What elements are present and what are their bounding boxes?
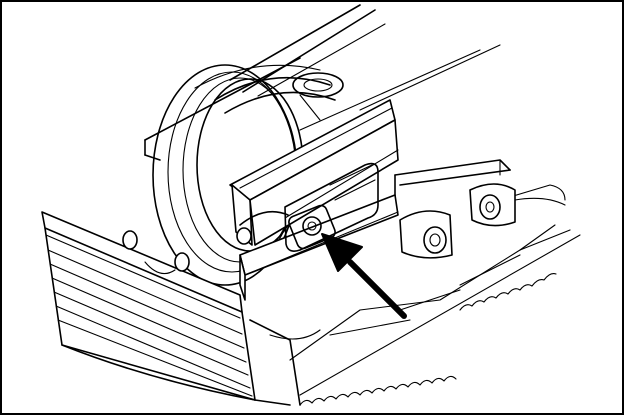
track-shoes [41,184,571,406]
grease-fitting [236,162,379,252]
idler-bracket [229,99,399,301]
track-rollers [122,183,566,275]
pointer-arrow [321,233,407,319]
track-chain [299,234,581,406]
track-frame [144,4,511,201]
